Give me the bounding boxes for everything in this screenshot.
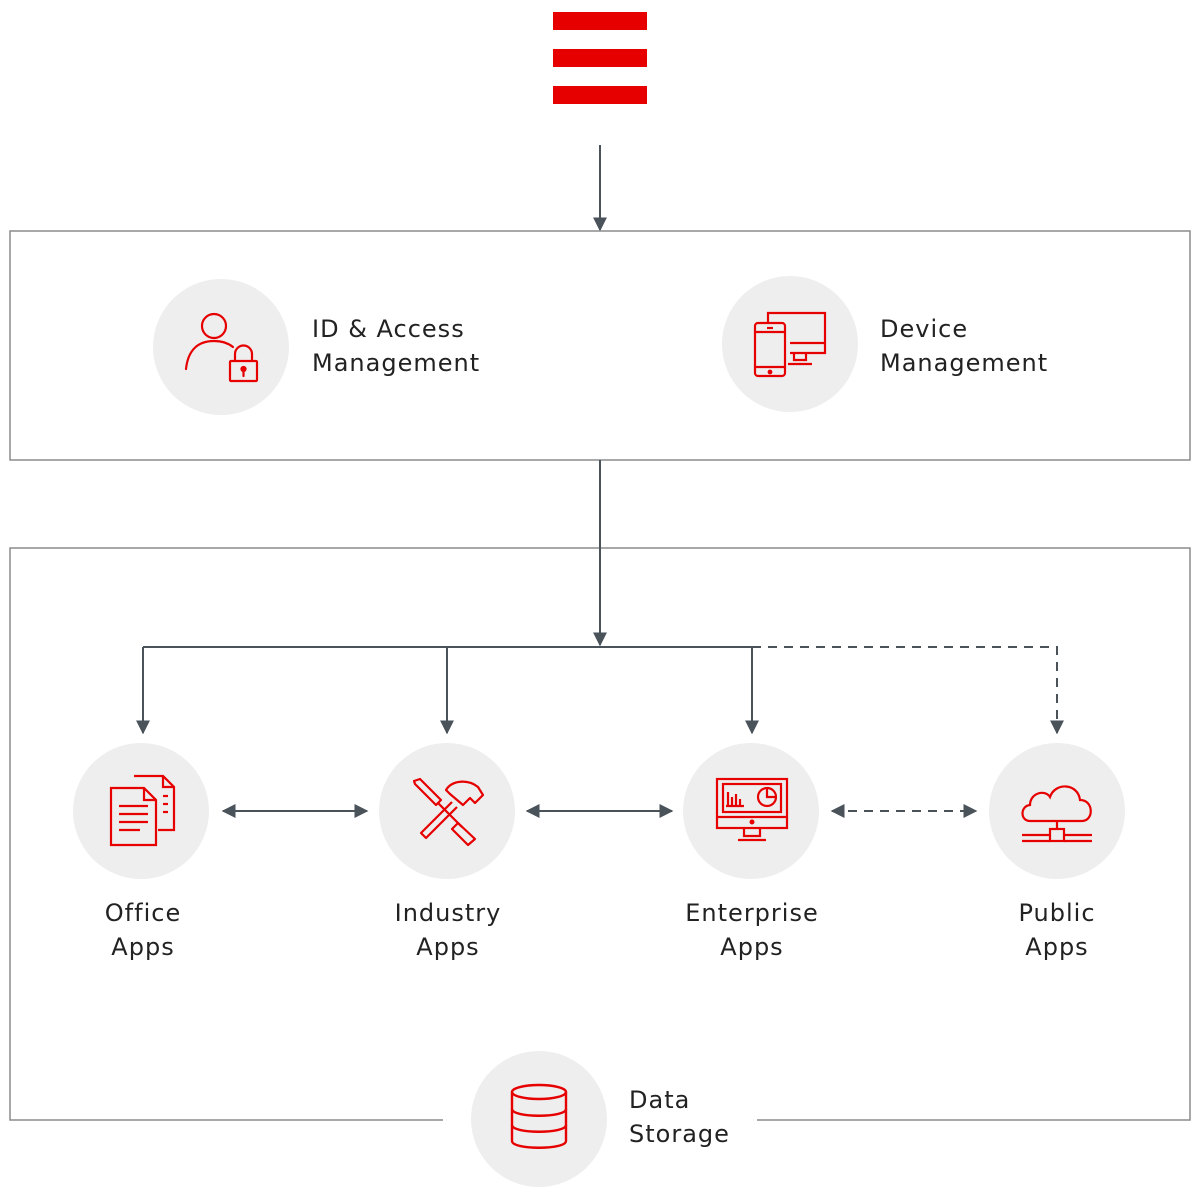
device-management-label: Device Management (880, 315, 1049, 377)
id-access-label: ID & Access Management (312, 315, 481, 377)
dashed-arrow-to-public-apps (752, 646, 1064, 735)
documents-icon (109, 774, 176, 847)
enterprise-apps-label: Enterprise Apps (685, 899, 819, 961)
database-icon (510, 1083, 568, 1149)
public-apps-label: Public Apps (1018, 899, 1096, 961)
data-storage-label: Data Storage (629, 1086, 730, 1148)
tools-icon (412, 777, 485, 847)
user-lock-icon (184, 312, 259, 383)
dashboard-monitor-icon (715, 777, 789, 842)
devices-icon (753, 311, 827, 378)
public-apps-circle (989, 743, 1125, 879)
cloud-network-icon (1021, 785, 1092, 843)
hamburger-logo-icon (553, 12, 647, 104)
id-access-circle (153, 279, 289, 415)
industry-apps-label: Industry Apps (394, 899, 502, 961)
office-apps-label: Office Apps (104, 899, 182, 961)
data-storage-circle (471, 1051, 607, 1187)
